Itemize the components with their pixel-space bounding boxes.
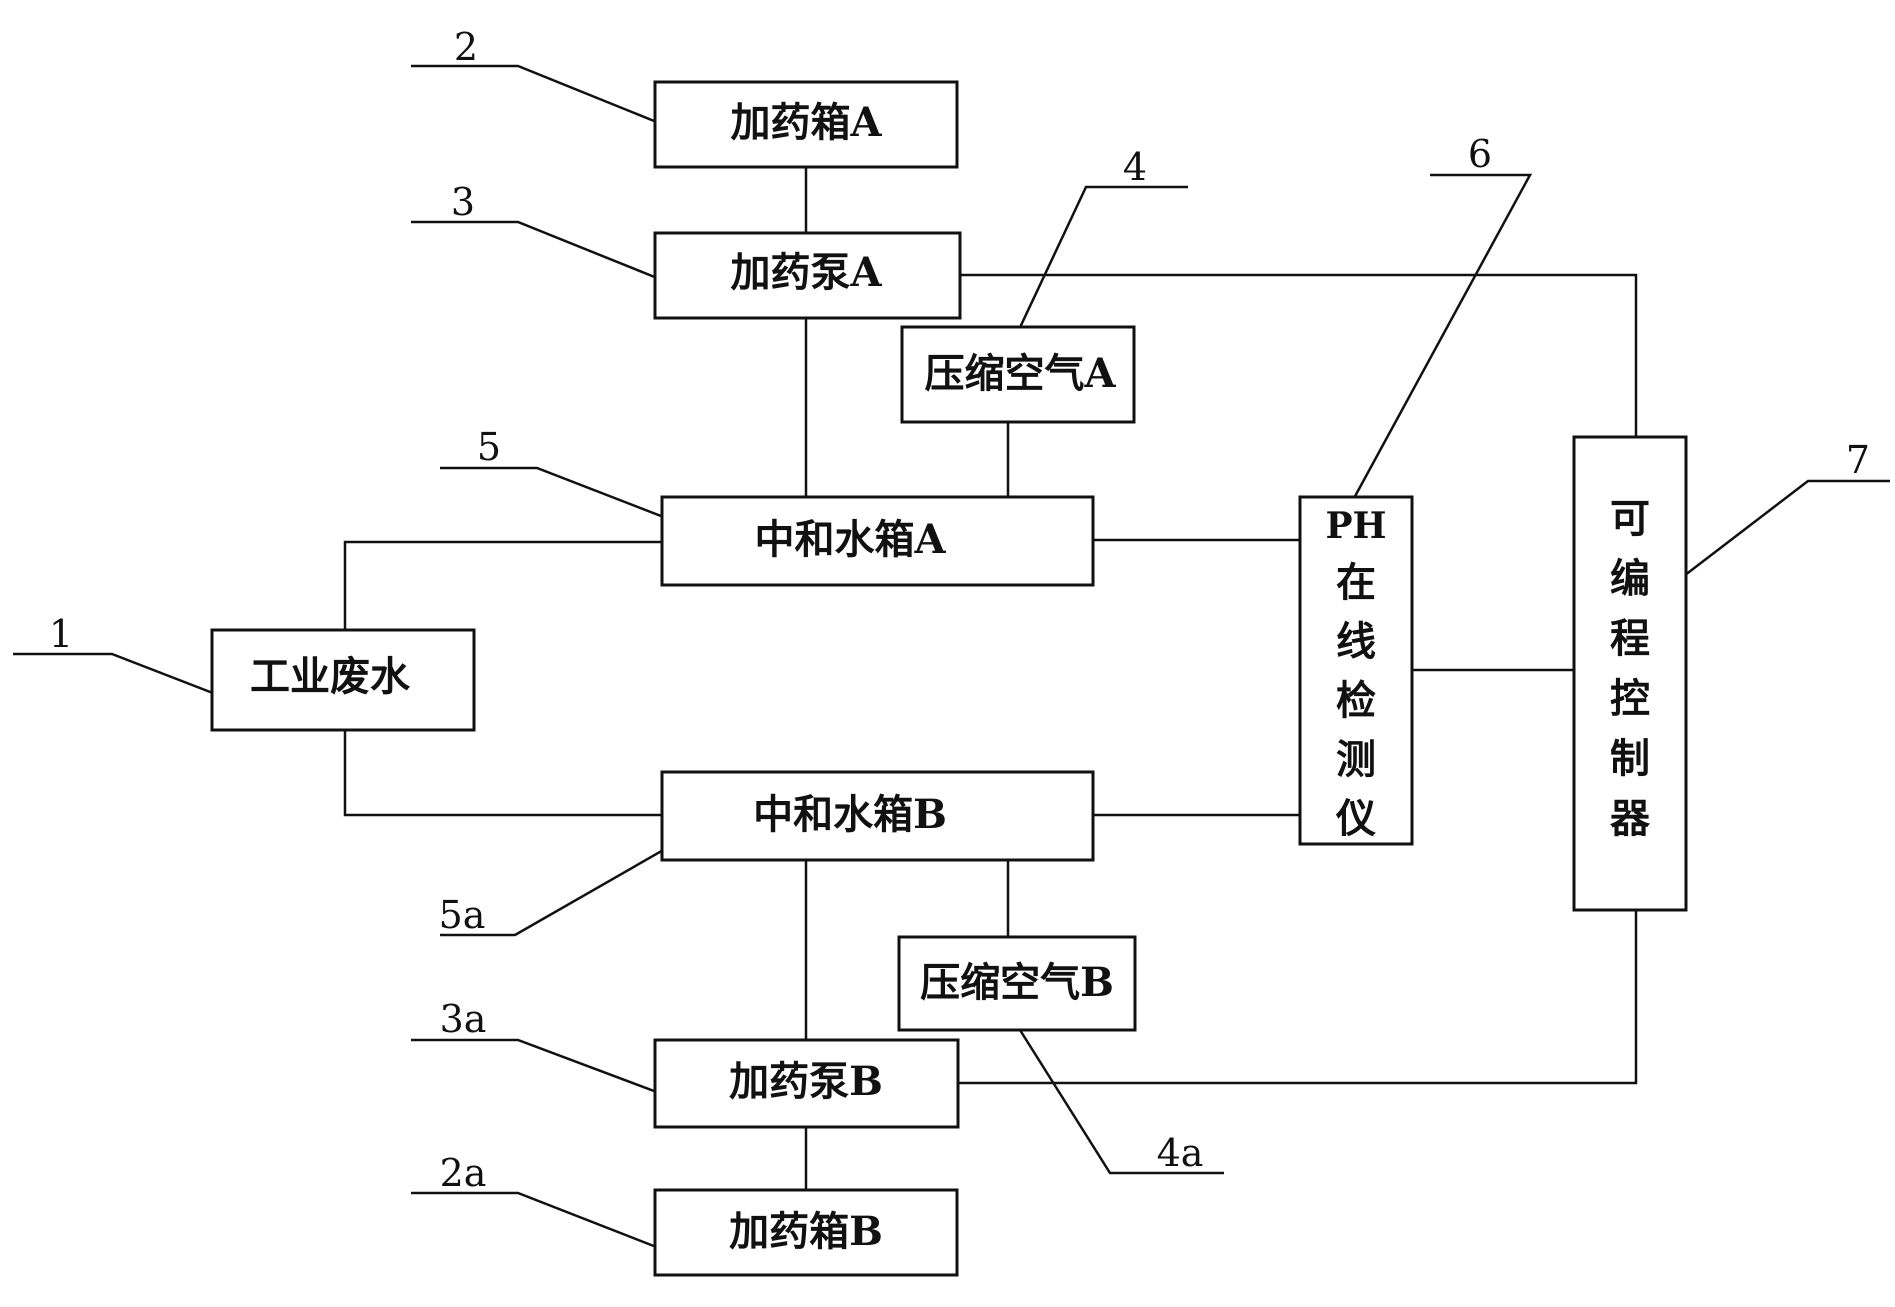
wire-pump-a-plc xyxy=(960,273,1638,437)
leader-4 xyxy=(1014,185,1188,337)
box-pump-b: 加药泵B xyxy=(653,1038,960,1129)
leader-4a xyxy=(1018,1029,1224,1175)
leader-5 xyxy=(440,466,693,530)
plc-char-1: 可 xyxy=(1610,495,1650,542)
callout-4: 4 xyxy=(1123,145,1147,189)
callout-2a: 2a xyxy=(440,1151,487,1195)
callout-2: 2 xyxy=(454,25,478,69)
ph-char-5: 仪 xyxy=(1335,795,1376,842)
box-wastewater: 工业废水 xyxy=(210,628,476,732)
leader-6 xyxy=(1351,173,1533,501)
wire-waste-neut-b xyxy=(343,730,662,817)
plc-char-2: 编 xyxy=(1610,555,1650,602)
connection-lines xyxy=(343,167,1638,1190)
wastewater-label: 工业废水 xyxy=(250,653,411,700)
wire-waste-neut-a xyxy=(343,540,662,630)
ph-char-3: 检 xyxy=(1336,677,1376,724)
box-neut-a: 中和水箱A xyxy=(660,495,1095,587)
box-tank-a: 加药箱A xyxy=(653,80,959,169)
leader-2a xyxy=(411,1191,665,1252)
box-plc: 可 编 程 控 制 器 xyxy=(1572,435,1688,912)
air-b-label: 压缩空气B xyxy=(920,959,1114,1006)
pump-a-label: 加药泵A xyxy=(730,249,882,296)
callout-3: 3 xyxy=(451,180,475,224)
box-pump-a: 加药泵A xyxy=(653,231,962,320)
callout-7: 7 xyxy=(1846,438,1870,482)
plc-char-6: 器 xyxy=(1610,795,1651,842)
ph-char-4: 测 xyxy=(1336,736,1376,783)
leader-lines xyxy=(13,64,1890,1252)
box-air-a: 压缩空气A xyxy=(900,325,1136,424)
callout-3a: 3a xyxy=(440,997,487,1041)
leader-2 xyxy=(411,64,665,127)
box-neut-b: 中和水箱B xyxy=(660,770,1095,862)
callout-6: 6 xyxy=(1468,132,1492,176)
pump-b-label: 加药泵B xyxy=(729,1058,883,1105)
callout-5: 5 xyxy=(477,425,501,469)
leader-5a xyxy=(440,827,701,937)
ph-char-1: 在 xyxy=(1336,559,1376,606)
box-tank-b: 加药箱B xyxy=(653,1188,959,1277)
plc-char-5: 制 xyxy=(1610,735,1650,782)
tank-b-label: 加药箱B xyxy=(729,1208,883,1255)
air-a-label: 压缩空气A xyxy=(924,350,1116,397)
ph-prefix-label: PH xyxy=(1325,505,1386,547)
plc-char-3: 程 xyxy=(1610,615,1650,662)
leader-3 xyxy=(411,220,663,282)
neut-a-label: 中和水箱A xyxy=(754,516,946,563)
callout-numbers: 2 3 4 5 1 6 7 5a 3a 4a 2a xyxy=(49,25,1870,1195)
wire-pump-b-plc xyxy=(958,910,1638,1085)
callout-4a: 4a xyxy=(1157,1131,1204,1175)
box-ph-meter: PH 在 线 检 测 仪 xyxy=(1298,495,1414,846)
callout-1: 1 xyxy=(49,612,73,656)
leader-7 xyxy=(1675,479,1890,583)
plc-char-4: 控 xyxy=(1610,675,1650,722)
ph-char-2: 线 xyxy=(1336,618,1376,665)
tank-a-label: 加药箱A xyxy=(730,99,882,146)
callout-5a: 5a xyxy=(439,893,486,937)
box-air-b: 压缩空气B xyxy=(897,935,1137,1032)
neut-b-label: 中和水箱B xyxy=(753,791,947,838)
leader-3a xyxy=(411,1038,663,1096)
